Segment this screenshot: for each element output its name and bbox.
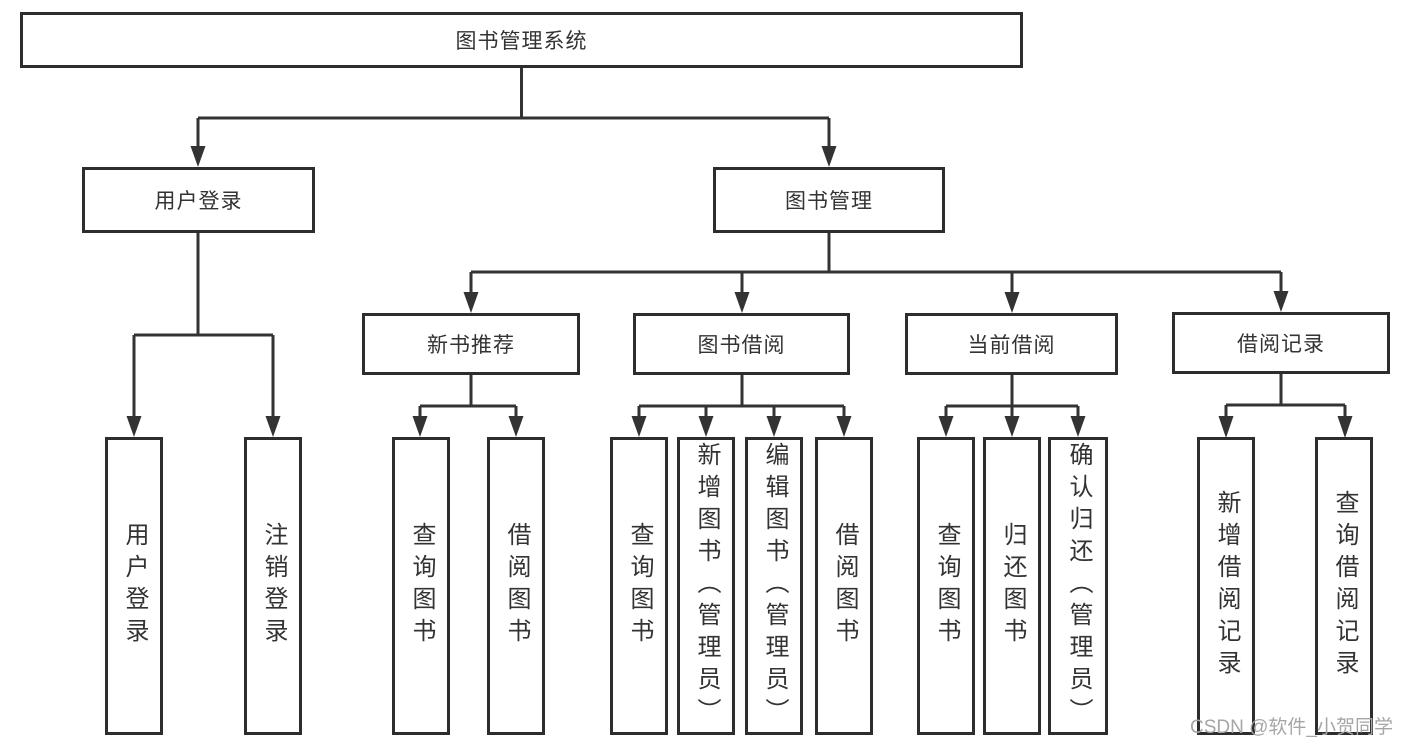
leaf-borrow-books-under-borrowing-label: 借阅图书	[831, 522, 858, 650]
leaf-query-books-under-current-label: 查询图书	[933, 522, 960, 650]
csdn-watermark: CSDN @软件_小贺同学	[1190, 717, 1393, 738]
connector-root-to-level2	[190, 68, 837, 167]
connector-mgmt-to-level3	[463, 233, 1289, 313]
connector-borrowing-to-leaves	[631, 375, 852, 437]
leaf-user-login: 用户登录	[105, 437, 163, 735]
node-book-borrowing-label: 图书借阅	[697, 334, 786, 357]
node-new-book-recommendation: 新书推荐	[362, 313, 580, 375]
node-current-borrowing-label: 当前借阅	[967, 334, 1056, 357]
leaf-add-books-admin: 新增图书（管理员）	[677, 437, 735, 735]
leaf-query-books-under-borrowing-label: 查询图书	[626, 522, 653, 650]
leaf-borrow-books-under-borrowing: 借阅图书	[815, 437, 873, 735]
node-current-borrowing: 当前借阅	[905, 313, 1118, 375]
leaf-query-books-under-borrowing: 查询图书	[610, 437, 668, 735]
leaf-query-books-under-newbooks: 查询图书	[392, 437, 450, 735]
leaf-add-borrow-record-label: 新增借阅记录	[1213, 490, 1240, 682]
leaf-logout: 注销登录	[244, 437, 302, 735]
leaf-edit-books-admin-label: 编辑图书（管理员）	[761, 442, 788, 730]
node-book-management-label: 图书管理	[785, 190, 873, 213]
leaf-edit-books-admin: 编辑图书（管理员）	[745, 437, 803, 735]
leaf-query-borrow-record-label: 查询借阅记录	[1331, 490, 1358, 682]
node-book-management: 图书管理	[713, 167, 945, 233]
node-book-borrowing: 图书借阅	[633, 313, 850, 375]
leaf-add-books-admin-label: 新增图书（管理员）	[693, 442, 720, 730]
leaf-add-borrow-record: 新增借阅记录	[1197, 437, 1255, 735]
leaf-return-books-label: 归还图书	[999, 522, 1026, 650]
connector-current-to-leaves	[938, 375, 1086, 437]
node-new-book-recommendation-label: 新书推荐	[427, 334, 515, 357]
connector-login-to-leaves	[126, 233, 281, 437]
leaf-query-books-under-newbooks-label: 查询图书	[408, 522, 435, 650]
node-user-login-label: 用户登录	[154, 190, 243, 213]
leaf-query-books-under-current: 查询图书	[917, 437, 975, 735]
node-borrowing-records-label: 借阅记录	[1237, 333, 1325, 356]
leaf-return-books: 归还图书	[983, 437, 1041, 735]
leaf-confirm-return-admin: 确认归还（管理员）	[1048, 437, 1108, 735]
node-root-book-management-system: 图书管理系统	[20, 12, 1023, 68]
node-borrowing-records: 借阅记录	[1172, 312, 1390, 374]
leaf-borrow-books-under-newbooks: 借阅图书	[487, 437, 545, 735]
node-user-login: 用户登录	[82, 167, 315, 233]
connector-newbooks-to-leaves	[412, 375, 524, 437]
leaf-logout-label: 注销登录	[260, 522, 287, 650]
node-root-label: 图书管理系统	[455, 30, 588, 53]
leaf-user-login-label: 用户登录	[121, 522, 148, 650]
leaf-borrow-books-under-newbooks-label: 借阅图书	[503, 522, 530, 650]
connector-records-to-leaves	[1218, 374, 1353, 438]
leaf-confirm-return-admin-label: 确认归还（管理员）	[1065, 442, 1092, 730]
leaf-query-borrow-record: 查询借阅记录	[1315, 437, 1373, 735]
